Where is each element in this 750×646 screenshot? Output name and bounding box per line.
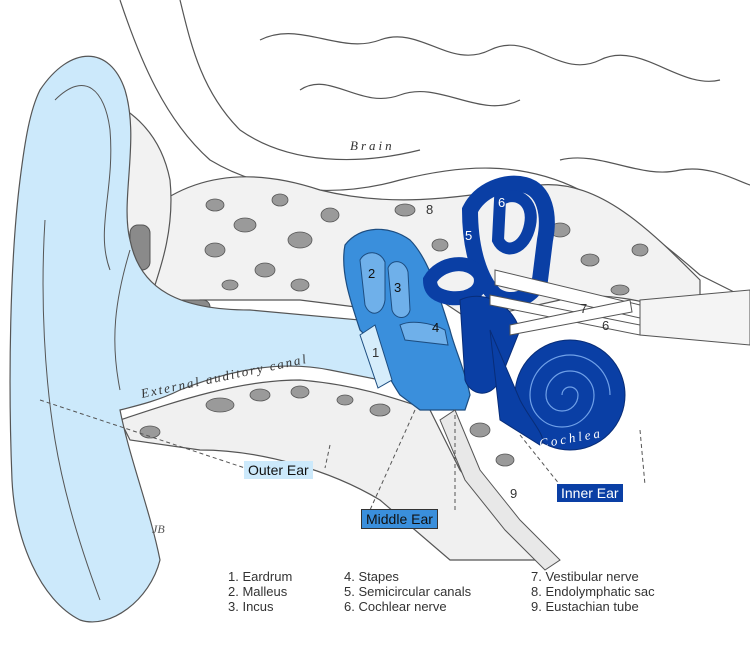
- outer-ear: [9, 55, 381, 623]
- middle-ear-label: Middle Ear: [361, 509, 438, 529]
- num-6-inner-marker: 6: [498, 195, 505, 210]
- nerves: [489, 269, 750, 346]
- label-brain: Brain: [350, 138, 395, 153]
- inner-ear-label: Inner Ear: [557, 484, 623, 502]
- legend-column-3: 7. Vestibular nerve 8. Endolymphatic sac…: [531, 569, 655, 614]
- num-2-malleus: 2: [368, 266, 375, 281]
- middle-ear: [343, 228, 471, 411]
- num-7-vestibular-nerve: 7: [580, 301, 587, 316]
- eustachian-tube: [439, 409, 561, 571]
- num-8-endolymphatic-sac: 8: [426, 202, 433, 217]
- legend-column-2: 4. Stapes 5. Semicircular canals 6. Coch…: [344, 569, 471, 614]
- inner-ear: [422, 175, 626, 451]
- leader-lines: [39, 399, 646, 511]
- legend-item: 5. Semicircular canals: [344, 584, 472, 599]
- num-1-eardrum: 1: [372, 345, 379, 360]
- num-6-cochlear-nerve: 6: [602, 318, 609, 333]
- legend-item: 3. Incus: [228, 599, 274, 614]
- num-5-semicircular-canals: 5: [465, 228, 472, 243]
- legend-item: 9. Eustachian tube: [531, 599, 639, 614]
- artist-signature: JB: [152, 522, 165, 536]
- legend-item: 6. Cochlear nerve: [344, 599, 447, 614]
- outer-ear-label: Outer Ear: [244, 461, 313, 479]
- legend-item: 2. Malleus: [228, 584, 288, 599]
- num-3-incus: 3: [394, 280, 401, 295]
- num-9-eustachian-tube: 9: [510, 486, 517, 501]
- legend-item: 8. Endolymphatic sac: [531, 584, 655, 599]
- legend-item: 1. Eardrum: [228, 569, 293, 584]
- num-4-stapes: 4: [432, 320, 439, 335]
- legend-item: 4. Stapes: [344, 569, 399, 584]
- legend-item: 7. Vestibular nerve: [531, 569, 639, 584]
- legend-column-1: 1. Eardrum 2. Malleus 3. Incus: [228, 569, 292, 614]
